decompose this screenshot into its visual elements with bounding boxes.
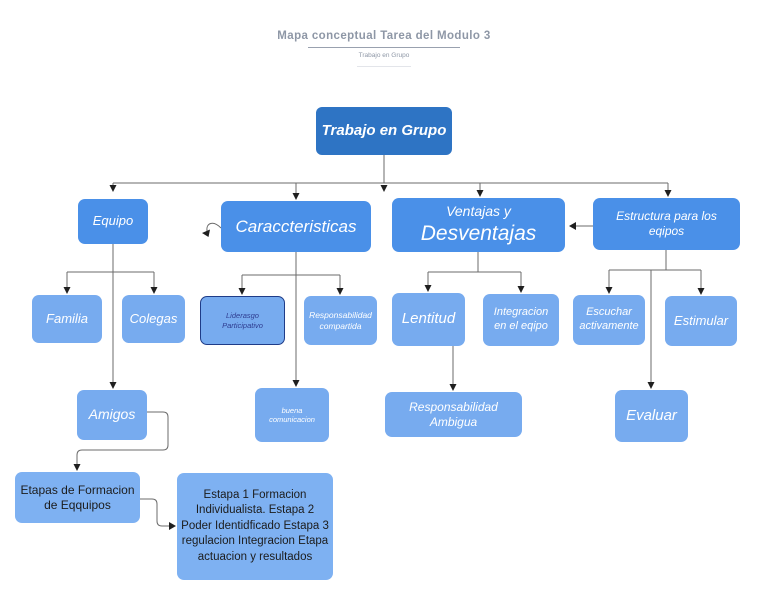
node-label: Responsabilidad Ambigua [409, 399, 498, 429]
diagram-header: Mapa conceptual Tarea del Modulo 3 Traba… [0, 30, 768, 67]
page-title: Mapa conceptual Tarea del Modulo 3 [277, 30, 491, 42]
node-label: Familia [46, 310, 88, 326]
node-caracteristicas[interactable]: Caraccteristicas [221, 201, 371, 252]
node-equipo[interactable]: Equipo [78, 199, 148, 244]
node-escuchar-activamente[interactable]: Escuchar activamente [573, 295, 645, 345]
node-label-line1: Ventajas y [446, 203, 511, 220]
title-divider [308, 47, 460, 48]
node-label: Colegas [129, 310, 178, 326]
subtitle-divider [357, 66, 411, 67]
node-label: Responsabilidad compartida [309, 309, 372, 331]
node-liderasgo-participativo[interactable]: Liderasgo Participativo [200, 296, 285, 345]
node-label: buena comunicacion [269, 405, 315, 424]
node-familia[interactable]: Familia [32, 295, 102, 343]
node-label: Evaluar [626, 406, 677, 424]
node-buena-comunicacion[interactable]: buena comunicacion [255, 388, 329, 442]
node-estructura-para-los-eqipos[interactable]: Estructura para los eqipos [593, 198, 740, 250]
node-responsabilidad-ambigua[interactable]: Responsabilidad Ambigua [385, 392, 522, 437]
node-colegas[interactable]: Colegas [122, 295, 185, 343]
node-ventajas-y-desventajas[interactable]: Ventajas y Desventajas [392, 198, 565, 252]
node-label: Amigos [88, 406, 136, 423]
node-label: Caraccteristicas [235, 216, 357, 236]
node-responsabilidad-compartida[interactable]: Responsabilidad compartida [304, 296, 377, 345]
node-integracion-en-el-eqipo[interactable]: Integracion en el eqipo [483, 294, 559, 346]
node-evaluar[interactable]: Evaluar [615, 390, 688, 442]
node-label: Etapas de Formacion de Eqquipos [20, 482, 135, 512]
node-label: Trabajo en Grupo [321, 121, 447, 139]
node-trabajo-en-grupo[interactable]: Trabajo en Grupo [316, 107, 452, 155]
page-subtitle: Trabajo en Grupo [358, 52, 410, 59]
node-label: Estimular [673, 312, 729, 328]
node-label: Estapa 1 Formacion Individualista. Estap… [181, 488, 329, 563]
node-label: Estructura para los eqipos [616, 209, 717, 238]
node-label: Lentitud [401, 310, 456, 328]
node-label: Integracion en el eqipo [493, 306, 549, 332]
node-lentitud[interactable]: Lentitud [392, 293, 465, 346]
node-label-line2: Desventajas [420, 221, 537, 245]
node-etapas-detalle[interactable]: Estapa 1 Formacion Individualista. Estap… [177, 473, 333, 580]
node-etapas-de-formacion[interactable]: Etapas de Formacion de Eqquipos [15, 472, 140, 523]
node-label: Equipo [92, 213, 134, 229]
node-label: Liderasgo Participativo [222, 311, 263, 330]
node-amigos[interactable]: Amigos [77, 390, 147, 440]
node-label: Escuchar activamente [579, 306, 639, 332]
node-estimular[interactable]: Estimular [665, 296, 737, 346]
